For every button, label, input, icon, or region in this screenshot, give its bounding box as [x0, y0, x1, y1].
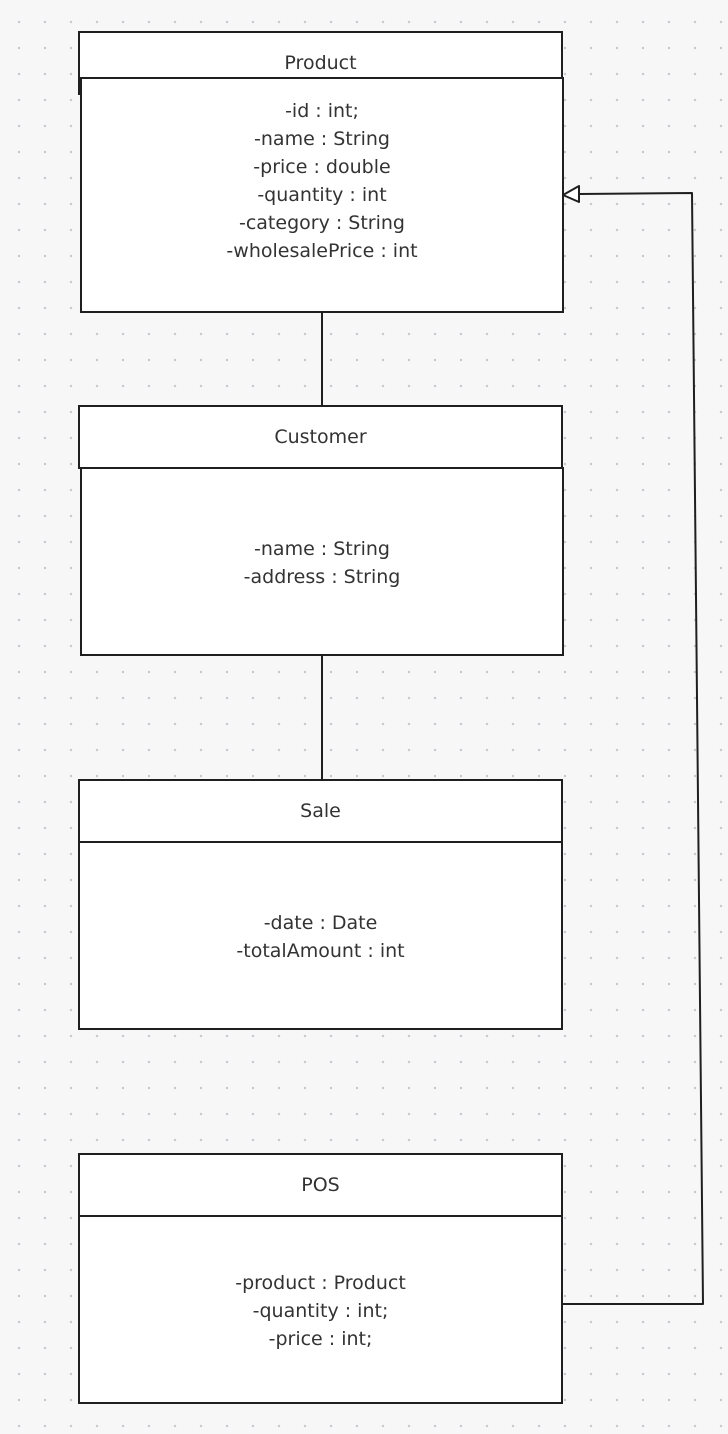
attribute: -name : String [254, 538, 390, 560]
class-name: Sale [300, 800, 341, 822]
attribute: -date : Date [263, 912, 378, 934]
class-sale[interactable]: Sale -date : Date -totalAmount : int [78, 779, 563, 1030]
attribute: -price : int; [268, 1328, 373, 1350]
generalization-line-pos-product[interactable] [563, 192, 704, 1305]
class-name: Customer [274, 426, 367, 448]
class-pos[interactable]: POS -product : Product -quantity : int; … [78, 1153, 563, 1404]
class-header: POS [78, 1153, 563, 1217]
attribute: -wholesalePrice : int [226, 240, 418, 262]
attribute-compartment: -id : int; -name : String -price : doubl… [80, 77, 564, 313]
class-header: Sale [78, 779, 563, 843]
class-customer[interactable]: Customer -name : String -address : Strin… [78, 405, 564, 656]
generalization-arrowhead-icon [562, 185, 580, 203]
class-name: Product [284, 52, 357, 74]
class-name: POS [301, 1174, 340, 1196]
attribute: -quantity : int [257, 184, 387, 206]
class-header: Customer [78, 405, 563, 469]
class-product[interactable]: Product -id : int; -name : String -price… [78, 31, 564, 313]
attribute: -quantity : int; [252, 1300, 389, 1322]
attribute-compartment: -date : Date -totalAmount : int [78, 841, 563, 1030]
attribute: -address : String [243, 566, 401, 588]
attribute: -category : String [238, 212, 405, 234]
attribute: -price : double [253, 156, 391, 178]
attribute-compartment: -product : Product -quantity : int; -pri… [78, 1215, 563, 1404]
attribute: -name : String [254, 128, 390, 150]
attribute-compartment: -name : String -address : String [80, 467, 564, 656]
attribute: -id : int; [285, 100, 359, 122]
attribute: -product : Product [235, 1272, 406, 1294]
attribute: -totalAmount : int [236, 940, 405, 962]
